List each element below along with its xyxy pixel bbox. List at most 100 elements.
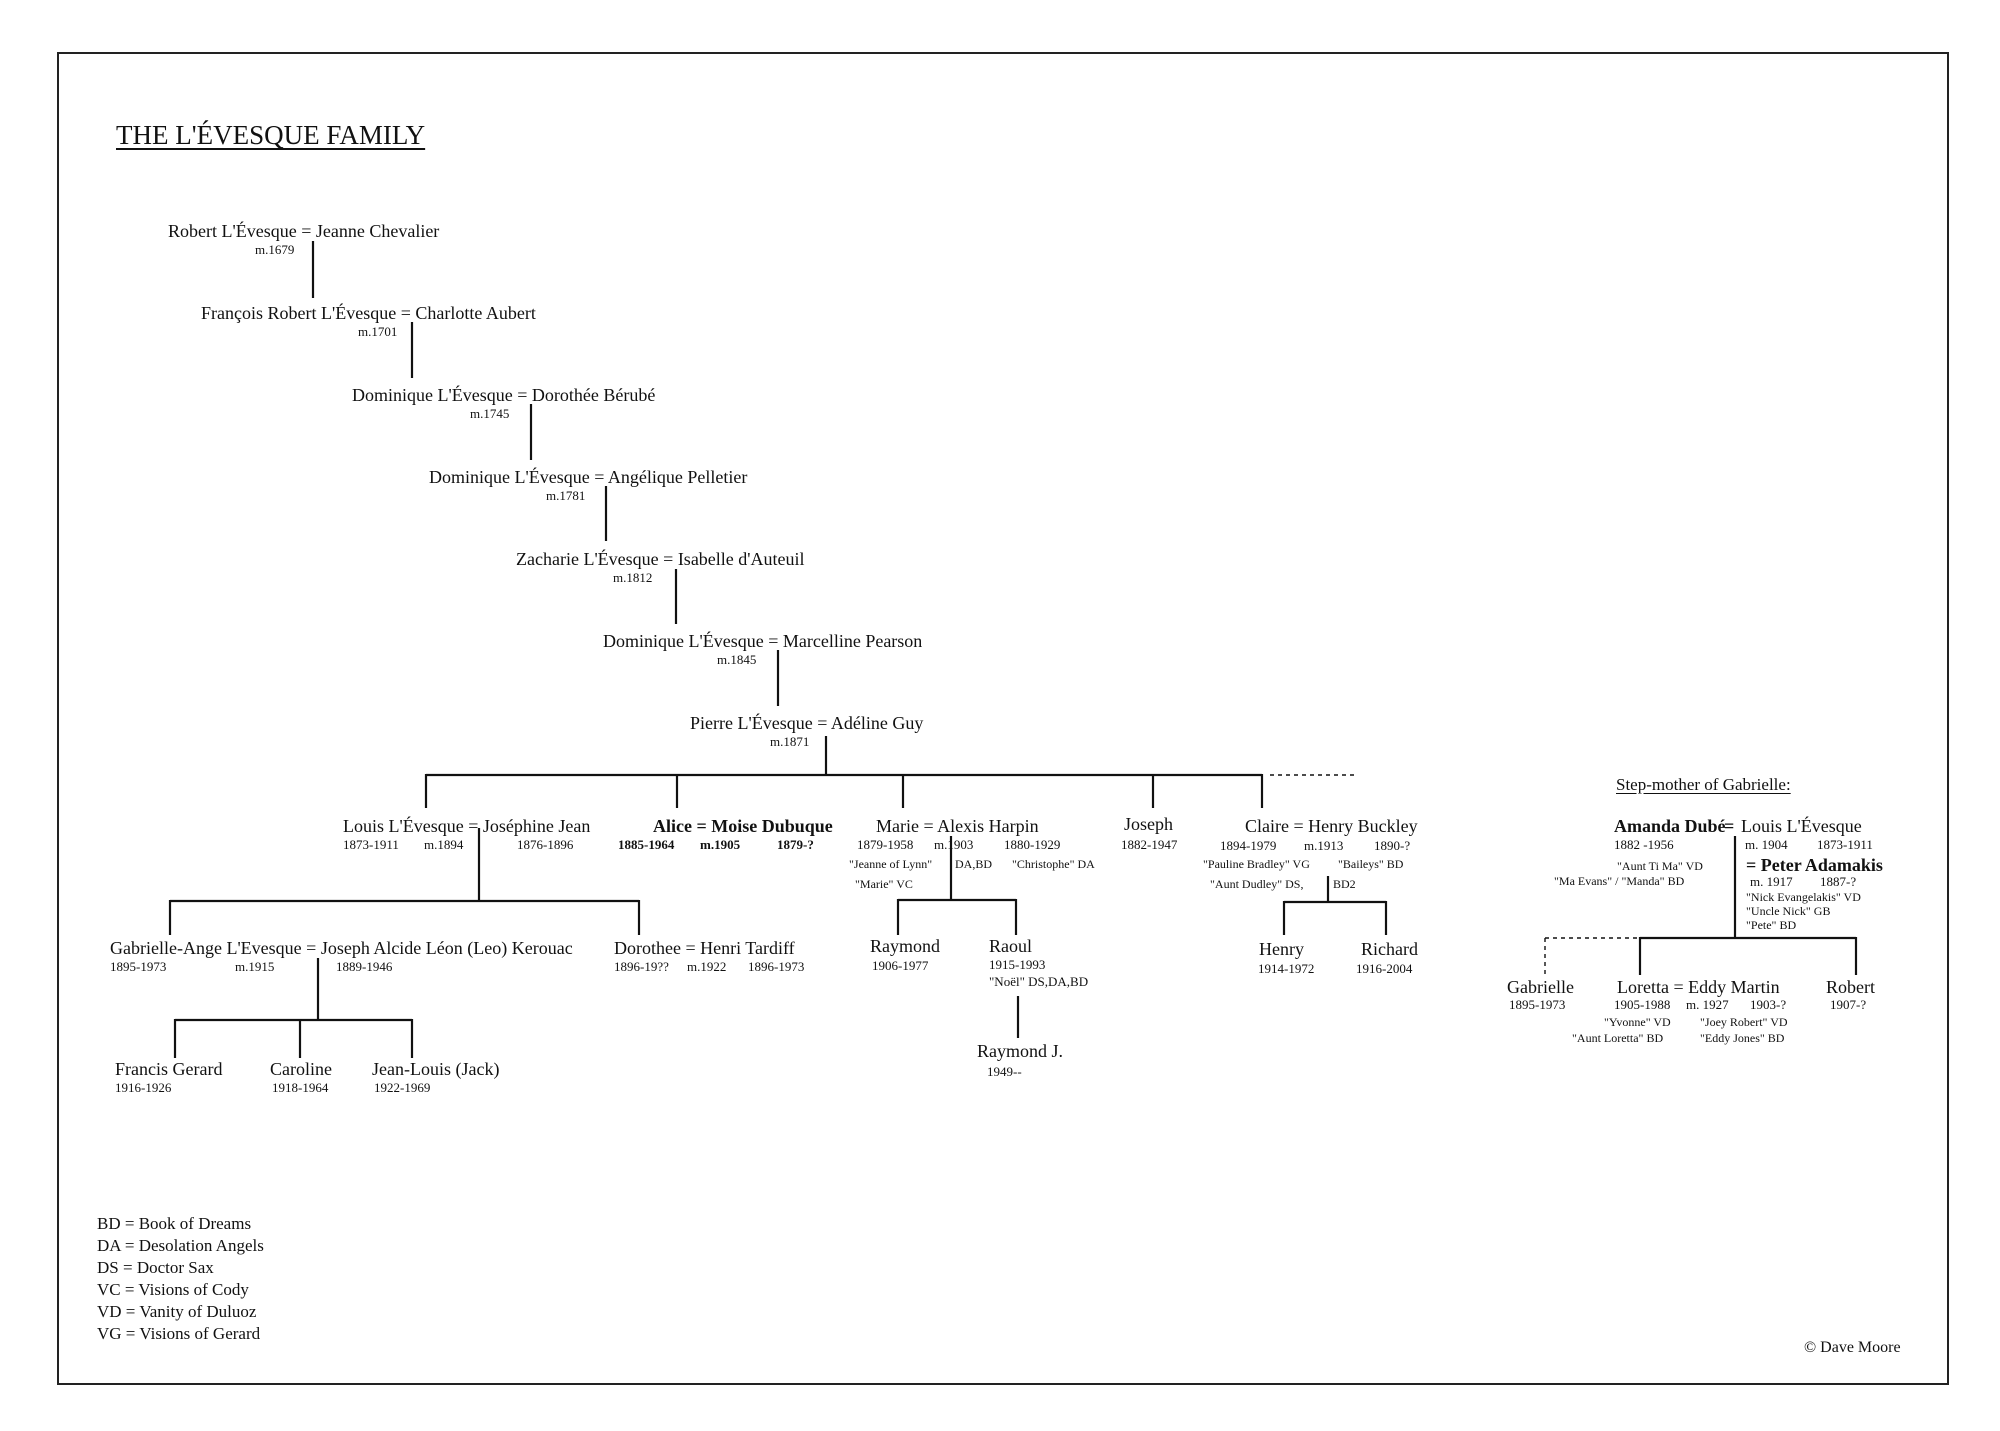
gabrielle-stepchild-dates: 1895-1973 — [1509, 997, 1566, 1012]
kerouac-child-name: Jean-Louis (Jack) — [372, 1059, 500, 1079]
gen-1-marriage: m.1679 — [255, 242, 295, 257]
robert-dates: 1907-? — [1830, 997, 1867, 1012]
leo-dates: 1889-1946 — [336, 959, 393, 974]
marie-reference: "Marie" VC — [855, 877, 913, 891]
gabrielle-leo-couple: Gabrielle-Ange L'Evesque = Joseph Alcide… — [110, 938, 573, 958]
marie-reference: "Christophe" DA — [1012, 857, 1095, 871]
peter-dates: 1887-? — [1820, 874, 1857, 889]
claire-couple: Claire = Henry Buckley — [1245, 816, 1418, 836]
henry-name: Henry — [1259, 939, 1304, 959]
robert-name: Robert — [1826, 977, 1875, 997]
joseph-name: Joseph — [1124, 814, 1173, 834]
richard-name: Richard — [1361, 939, 1418, 959]
dorothee-marriage: m.1922 — [687, 959, 727, 974]
claire-reference: "Aunt Dudley" DS, — [1210, 877, 1304, 891]
gen-5-marriage: m.1812 — [613, 570, 653, 585]
joseph-dates: 1882-1947 — [1121, 837, 1178, 852]
gen-3-couple: Dominique L'Évesque = Dorothée Bérubé — [352, 385, 656, 405]
claire-reference: "Baileys" BD — [1338, 857, 1404, 871]
kerouac-child-name: Caroline — [270, 1059, 332, 1079]
gen-7-marriage: m.1871 — [770, 734, 810, 749]
gabrielle-marriage: m.1915 — [235, 959, 275, 974]
legend-item: VG = Visions of Gerard — [97, 1324, 261, 1343]
claire-marriage: m.1913 — [1304, 838, 1344, 853]
claire-reference: BD2 — [1333, 877, 1356, 891]
peter-marriage: m. 1917 — [1750, 874, 1793, 889]
louis-couple: Louis L'Évesque = Joséphine Jean — [343, 816, 591, 836]
marriage-equals: = — [1724, 816, 1735, 836]
dorothee-couple: Dorothee = Henri Tardiff — [614, 938, 795, 958]
peter-reference: "Pete" BD — [1746, 918, 1797, 932]
eddy-reference: "Eddy Jones" BD — [1700, 1031, 1785, 1045]
louis-dates: 1873-1911 — [343, 837, 399, 852]
chart-frame — [57, 52, 1949, 1385]
gabrielle-dates: 1895-1973 — [110, 959, 167, 974]
alice-dates: 1885-1964 — [618, 837, 675, 852]
alice-marriage: m.1905 — [700, 837, 741, 852]
kerouac-child-dates: 1918-1964 — [272, 1080, 329, 1095]
dorothee-dates: 1896-19?? — [614, 959, 669, 974]
raymond-j-dates: 1949-- — [987, 1064, 1022, 1079]
louis-stepmother-dates: 1873-1911 — [1817, 837, 1873, 852]
gen-6-marriage: m.1845 — [717, 652, 757, 667]
legend-item: DS = Doctor Sax — [97, 1258, 214, 1277]
josephine-dates: 1876-1896 — [517, 837, 574, 852]
gabrielle-stepchild-name: Gabrielle — [1507, 977, 1574, 997]
raoul-reference: "Noël" DS,DA,BD — [989, 974, 1089, 989]
marie-marriage: m.1903 — [934, 837, 974, 852]
louis-stepmother-name: Louis L'Évesque — [1741, 816, 1862, 836]
marie-couple: Marie = Alexis Harpin — [876, 816, 1039, 836]
legend-item: DA = Desolation Angels — [97, 1236, 264, 1255]
gen-2-marriage: m.1701 — [358, 324, 398, 339]
eddy-dates: 1903-? — [1750, 997, 1787, 1012]
marie-reference: DA,BD — [955, 857, 993, 871]
raoul-dates: 1915-1993 — [989, 957, 1046, 972]
eddy-reference: "Joey Robert" VD — [1700, 1015, 1788, 1029]
gen-3-marriage: m.1745 — [470, 406, 510, 421]
claire-dates: 1894-1979 — [1220, 838, 1277, 853]
gen-1-couple: Robert L'Évesque = Jeanne Chevalier — [168, 221, 440, 241]
peter-name: = Peter Adamakis — [1746, 855, 1883, 875]
loretta-marriage: m. 1927 — [1686, 997, 1729, 1012]
henry-dates: 1914-1972 — [1258, 961, 1315, 976]
loretta-dates: 1905-1988 — [1614, 997, 1671, 1012]
legend-item: VD = Vanity of Duluoz — [97, 1302, 257, 1321]
gen-4-couple: Dominique L'Évesque = Angélique Pelletie… — [429, 467, 748, 487]
raymond-j-name: Raymond J. — [977, 1041, 1064, 1061]
raymond-dates: 1906-1977 — [872, 958, 929, 973]
gen-6-couple: Dominique L'Évesque = Marcelline Pearson — [603, 631, 923, 651]
richard-dates: 1916-2004 — [1356, 961, 1413, 976]
louis-marriage: m.1894 — [424, 837, 464, 852]
raoul-name: Raoul — [989, 936, 1032, 956]
stepmother-heading: Step-mother of Gabrielle: — [1616, 775, 1791, 794]
copyright: © Dave Moore — [1804, 1339, 1901, 1356]
loretta-reference: "Aunt Loretta" BD — [1572, 1031, 1664, 1045]
raymond-name: Raymond — [870, 936, 940, 956]
alice-couple: Alice = Moise Dubuque — [653, 816, 833, 836]
page-title: THE L'ÉVESQUE FAMILY — [116, 120, 426, 150]
alexis-dates: 1880-1929 — [1004, 837, 1061, 852]
gen-4-marriage: m.1781 — [546, 488, 586, 503]
legend-item: VC = Visions of Cody — [97, 1280, 249, 1299]
claire-reference: "Pauline Bradley" VG — [1203, 857, 1310, 871]
gen-5-couple: Zacharie L'Évesque = Isabelle d'Auteuil — [516, 549, 805, 569]
amanda-reference: "Aunt Ti Ma" VD — [1617, 859, 1703, 873]
peter-reference: "Nick Evangelakis" VD — [1746, 890, 1861, 904]
peter-reference: "Uncle Nick" GB — [1746, 904, 1831, 918]
amanda-dates: 1882 -1956 — [1614, 837, 1674, 852]
amanda-name: Amanda Dubé — [1614, 816, 1726, 836]
kerouac-child-dates: 1922-1969 — [374, 1080, 431, 1095]
marie-dates: 1879-1958 — [857, 837, 914, 852]
marie-reference: "Jeanne of Lynn" — [849, 857, 933, 871]
gen-2-couple: François Robert L'Évesque = Charlotte Au… — [201, 303, 536, 323]
loretta-reference: "Yvonne" VD — [1604, 1015, 1671, 1029]
kerouac-child-name: Francis Gerard — [115, 1059, 223, 1079]
amanda-reference: "Ma Evans" / "Manda" BD — [1554, 874, 1685, 888]
kerouac-child-dates: 1916-1926 — [115, 1080, 172, 1095]
amanda-marriage: m. 1904 — [1745, 837, 1788, 852]
legend-item: BD = Book of Dreams — [97, 1214, 252, 1233]
henri-tardiff-dates: 1896-1973 — [748, 959, 805, 974]
gen-7-couple: Pierre L'Évesque = Adéline Guy — [690, 713, 924, 733]
loretta-couple: Loretta = Eddy Martin — [1617, 977, 1780, 997]
